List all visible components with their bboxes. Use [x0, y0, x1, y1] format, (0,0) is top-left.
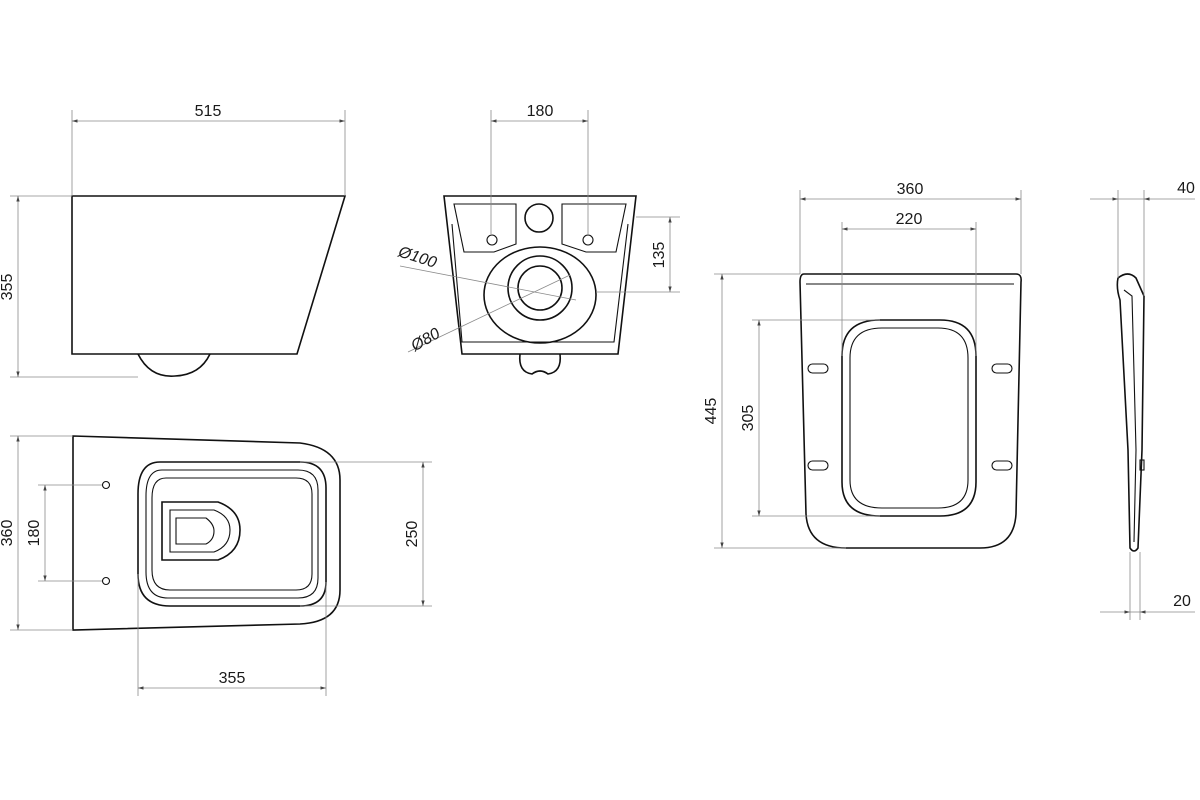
rear-view-inner-frame — [451, 223, 629, 343]
rear-view-top-hole — [524, 203, 554, 233]
side-view-body — [71, 195, 347, 355]
seat-profile-view: 40 20 — [1090, 180, 1195, 620]
side-width-label: 515 — [195, 103, 222, 120]
rear-view-outlet-outer — [507, 255, 573, 321]
rear-outer-diameter-label: Ø100 — [395, 243, 439, 272]
rear-view-inner-recess-right — [561, 203, 627, 253]
seat-slot-bottom-right — [991, 460, 1013, 471]
seat-view: 360 220 445 305 — [703, 181, 1022, 549]
rear-view-outlet-ring — [483, 246, 597, 344]
rear-view-outline — [443, 195, 637, 355]
rear-view-outlet-inner — [517, 265, 563, 311]
rear-inner-diameter-label: Ø80 — [408, 325, 444, 355]
seat-slot-bottom-left — [807, 460, 829, 471]
top-view-drain-inner — [169, 509, 231, 553]
seat-length-label: 445 — [703, 398, 720, 425]
top-view-mount-hole-bottom — [101, 576, 111, 586]
side-view: 515 355 — [0, 103, 347, 378]
top-view-outline — [72, 435, 341, 631]
rear-view: 180 135 Ø100 Ø80 — [395, 103, 680, 375]
top-view-drain-outer — [161, 501, 241, 561]
seat-inner-length-label: 305 — [740, 405, 757, 432]
top-view-bowl-rim — [137, 461, 327, 607]
seat-profile-bottom-label: 20 — [1173, 593, 1191, 610]
side-view-outlet — [137, 353, 211, 377]
seat-slot-top-left — [807, 363, 829, 374]
seat-width-label: 360 — [897, 181, 924, 198]
top-bowl-width-label: 250 — [404, 521, 421, 548]
top-bowl-length-label: 355 — [219, 670, 246, 687]
seat-opening-inner — [849, 327, 969, 509]
seat-profile-inner-line — [1123, 289, 1137, 543]
rear-inlet-height-label: 135 — [651, 242, 668, 269]
top-view-bowl-inner — [145, 469, 319, 599]
top-holes-spacing-label: 180 — [26, 520, 43, 547]
top-width-label: 360 — [0, 520, 16, 547]
rear-view-bottom-lug — [518, 353, 562, 375]
seat-inner-width-label: 220 — [896, 211, 923, 228]
seat-slot-top-right — [991, 363, 1013, 374]
seat-opening-outer — [841, 319, 977, 517]
top-view: 360 180 355 250 — [0, 435, 432, 696]
top-view-mount-hole-top — [101, 480, 111, 490]
rear-width-label: 180 — [527, 103, 554, 120]
top-view-bowl-basin — [151, 477, 313, 591]
seat-profile-outline — [1116, 273, 1145, 552]
side-height-label: 355 — [0, 274, 16, 301]
seat-outline — [799, 273, 1022, 549]
seat-profile-hinge-bump — [1139, 459, 1145, 471]
rear-view-mount-hole-right — [582, 234, 594, 246]
rear-view-mount-hole-left — [486, 234, 498, 246]
seat-profile-top-label: 40 — [1177, 180, 1195, 197]
top-view-drain-hole — [175, 517, 215, 545]
rear-view-inner-recess-left — [453, 203, 517, 253]
